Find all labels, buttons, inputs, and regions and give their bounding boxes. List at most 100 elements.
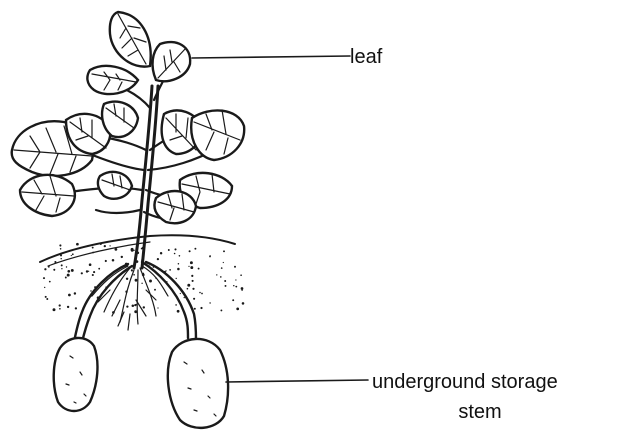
leaf-leader-line bbox=[192, 56, 350, 58]
underground-storage-label: underground storage bbox=[372, 371, 558, 393]
soil-speck bbox=[81, 272, 83, 274]
soil-speck bbox=[220, 309, 222, 311]
soil-speck bbox=[157, 258, 159, 260]
soil-speck bbox=[68, 294, 71, 297]
soil-speck bbox=[236, 308, 239, 311]
soil-speck bbox=[48, 266, 50, 268]
soil-speck bbox=[165, 270, 166, 271]
soil-speck bbox=[46, 298, 48, 300]
soil-speck bbox=[189, 250, 191, 252]
soil-speck bbox=[43, 277, 45, 279]
soil-speck bbox=[133, 274, 135, 276]
soil-speck bbox=[235, 279, 236, 280]
soil-speck bbox=[90, 290, 91, 291]
leaves bbox=[12, 12, 244, 223]
soil-speck bbox=[67, 270, 70, 273]
soil-speck bbox=[223, 262, 224, 263]
soil-speck bbox=[193, 298, 195, 300]
soil-speck bbox=[191, 275, 193, 277]
soil-speck bbox=[198, 268, 200, 270]
leader-lines bbox=[192, 56, 368, 382]
leaf-lower-left bbox=[20, 175, 75, 216]
storage-stem-leader-line bbox=[226, 380, 368, 382]
soil-speck bbox=[240, 274, 242, 276]
soil-speck bbox=[44, 268, 46, 270]
soil-speck bbox=[53, 308, 56, 311]
soil-speck bbox=[100, 243, 102, 245]
tuber-left bbox=[54, 338, 98, 411]
soil-speck bbox=[92, 252, 94, 254]
soil-speck bbox=[71, 255, 72, 256]
soil-speck bbox=[192, 288, 194, 290]
soil-speck bbox=[135, 304, 136, 305]
soil-speck bbox=[220, 276, 222, 278]
soil-speck bbox=[225, 285, 227, 287]
soil-speck bbox=[49, 281, 51, 283]
soil-speck bbox=[174, 248, 176, 250]
soil-speck bbox=[184, 297, 185, 298]
soil-speck bbox=[76, 243, 79, 246]
soil-speck bbox=[141, 248, 143, 250]
tubers bbox=[54, 338, 228, 428]
soil-speck bbox=[65, 277, 67, 279]
soil-speck bbox=[232, 299, 234, 301]
soil-speck bbox=[71, 269, 74, 272]
soil-speck bbox=[176, 278, 177, 279]
leaf-upper-left bbox=[87, 66, 138, 94]
soil-speck bbox=[88, 271, 89, 272]
soil-speck bbox=[157, 307, 158, 308]
soil-speck bbox=[221, 267, 223, 269]
soil-speck bbox=[135, 279, 138, 282]
soil-speck bbox=[224, 280, 226, 282]
soil-speck bbox=[200, 307, 202, 309]
soil-speck bbox=[192, 280, 194, 282]
soil-speck bbox=[233, 285, 234, 286]
soil-speck bbox=[199, 292, 201, 294]
leaf-top bbox=[110, 12, 151, 67]
soil-speck bbox=[66, 266, 67, 267]
soil-speck bbox=[75, 307, 77, 309]
soil-speck bbox=[105, 260, 107, 262]
soil-speck bbox=[89, 263, 92, 266]
leaf-inner bbox=[102, 102, 138, 137]
soil-speck bbox=[54, 261, 56, 263]
soil-speck bbox=[169, 269, 171, 271]
leaf-right-far bbox=[191, 110, 244, 160]
stem-label: stem bbox=[458, 401, 501, 423]
soil-speck bbox=[86, 270, 88, 272]
soil-speck bbox=[190, 266, 193, 269]
soil-speck bbox=[115, 248, 118, 251]
soil-speck bbox=[132, 305, 135, 308]
soil-speck bbox=[131, 269, 133, 271]
soil-speck bbox=[53, 269, 55, 271]
soil-speck bbox=[45, 296, 47, 298]
soil-speck bbox=[67, 306, 69, 308]
soil-speck bbox=[160, 252, 162, 254]
soil-speck bbox=[93, 271, 95, 273]
soil-speck bbox=[60, 258, 61, 259]
soil-speck bbox=[194, 308, 196, 310]
leaf-upper-right bbox=[153, 42, 191, 81]
tuber-right bbox=[168, 339, 228, 428]
soil-speck bbox=[126, 305, 128, 307]
soil-speck bbox=[216, 274, 217, 275]
soil-speck bbox=[59, 308, 61, 310]
leaf-lower-mid-right bbox=[154, 191, 196, 223]
soil-speck bbox=[112, 259, 115, 262]
soil-speck bbox=[235, 286, 237, 288]
soil-speck bbox=[187, 288, 189, 290]
soil-speck bbox=[74, 292, 76, 294]
soil-speck bbox=[241, 289, 242, 290]
soil-speck bbox=[168, 249, 170, 251]
soil-speck bbox=[67, 274, 70, 277]
leaf-label: leaf bbox=[350, 46, 383, 68]
soil-speck bbox=[194, 248, 196, 250]
soil-speck bbox=[60, 248, 62, 250]
soil-speck bbox=[109, 245, 110, 246]
soil-speck bbox=[223, 250, 225, 252]
soil-speck bbox=[242, 302, 245, 305]
soil-speck bbox=[98, 268, 100, 270]
soil-speck bbox=[154, 289, 156, 291]
soil-speck bbox=[60, 254, 62, 256]
soil-speck bbox=[188, 266, 189, 267]
